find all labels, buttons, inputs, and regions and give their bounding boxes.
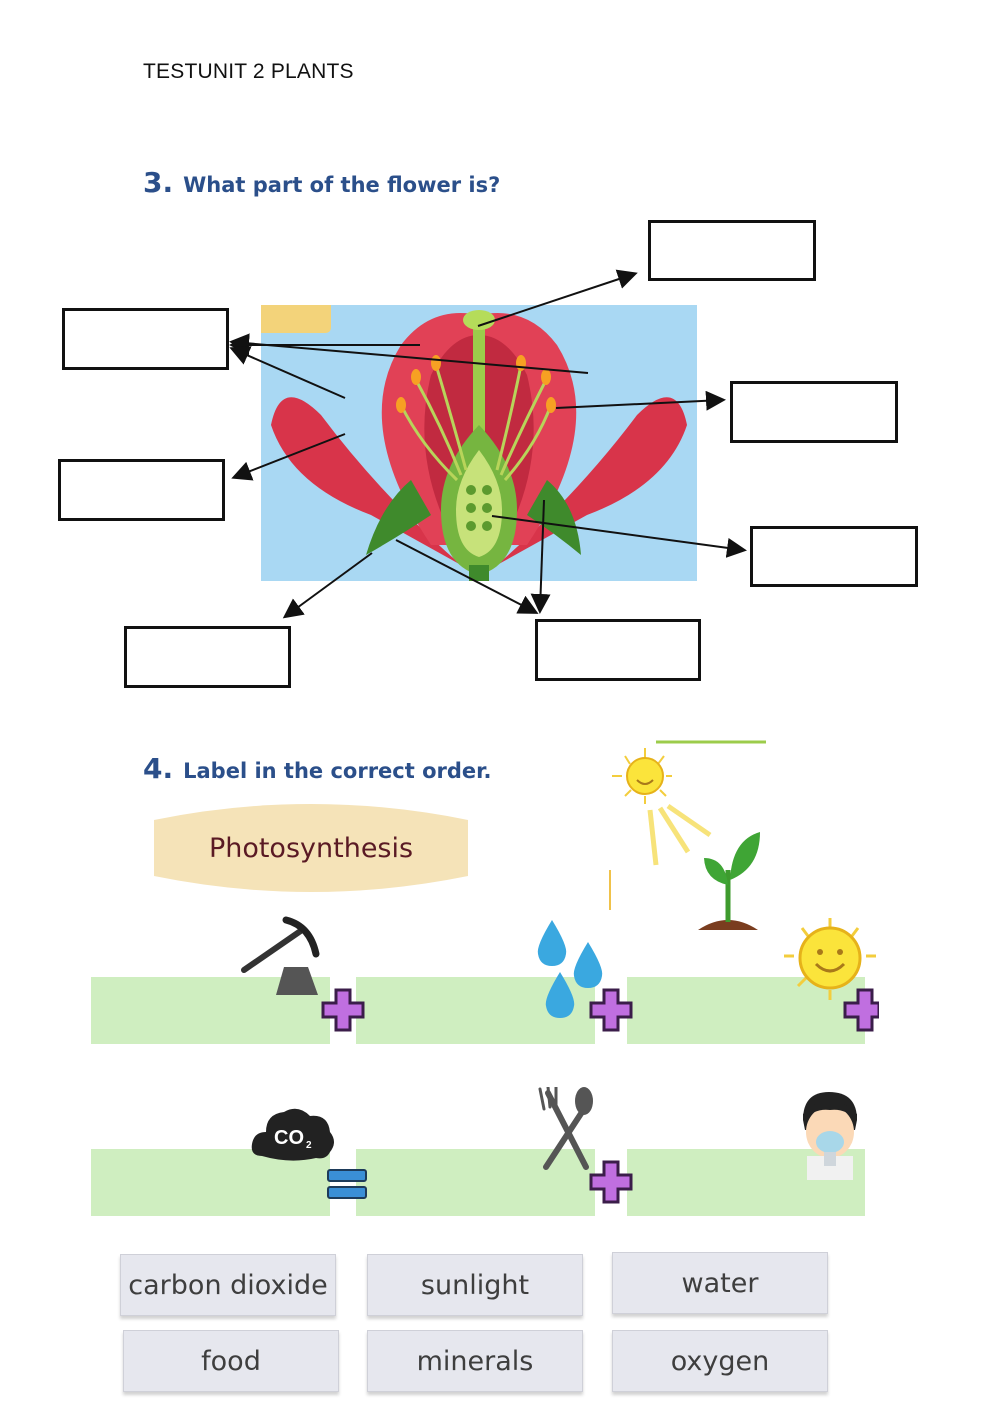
answer-slot-5[interactable] <box>356 1149 595 1216</box>
answer-box-petal-lower[interactable] <box>58 459 225 521</box>
stem <box>469 565 489 581</box>
photosynthesis-banner-shape <box>154 804 468 892</box>
stigma <box>463 310 495 330</box>
word-tile-sunlight[interactable]: sunlight <box>367 1254 583 1316</box>
flower-diagram <box>261 305 697 581</box>
document-title: TESTUNIT 2 PLANTS <box>143 60 354 83</box>
ovule <box>466 521 476 531</box>
oxygen-mask-icon <box>803 1092 857 1180</box>
question-4-prompt: Label in the correct order. <box>183 759 492 783</box>
question-4-number: 4. <box>143 752 174 785</box>
answer-box-sepal[interactable] <box>124 626 291 688</box>
water-drops-icon <box>537 920 603 1018</box>
question-4-heading: 4. Label in the correct order. <box>143 752 492 785</box>
sun-icon <box>784 918 876 1000</box>
word-tile-minerals[interactable]: minerals <box>367 1330 583 1392</box>
style <box>473 315 485 435</box>
answer-box-stigma[interactable] <box>648 220 816 281</box>
question-3-number: 3. <box>143 166 174 199</box>
word-tile-carbon-dioxide[interactable]: carbon dioxide <box>120 1254 336 1316</box>
answer-box-ovary[interactable] <box>750 526 918 587</box>
ovule <box>466 503 476 513</box>
sun-plant-illustration <box>609 740 766 930</box>
photosynthesis-banner: Photosynthesis <box>208 832 414 864</box>
word-tile-water[interactable]: water <box>612 1252 828 1314</box>
fork-spoon-icon <box>538 1087 593 1170</box>
filaments <box>399 364 553 482</box>
ovule <box>466 485 476 495</box>
plus-icon <box>589 988 633 1032</box>
question-3-heading: 3. What part of the flower is? <box>143 166 500 199</box>
plus-icon <box>843 988 879 1032</box>
question-3-prompt: What part of the flower is? <box>183 173 501 197</box>
answer-box-stamen[interactable] <box>730 381 898 443</box>
answer-box-stem[interactable] <box>535 619 701 681</box>
ovule <box>482 521 492 531</box>
ovary-inner <box>456 450 502 557</box>
plus-icon <box>589 1160 633 1204</box>
equals-icon <box>327 1169 367 1199</box>
sepal-left <box>366 480 431 555</box>
co2-text: CO <box>274 1127 304 1149</box>
word-tile-food[interactable]: food <box>123 1330 339 1392</box>
ovule <box>482 503 492 513</box>
ovule <box>482 485 492 495</box>
plus-icon <box>321 988 365 1032</box>
answer-box-petal[interactable] <box>62 308 229 370</box>
minerals-pickaxe-icon <box>241 916 320 995</box>
corner-tag <box>261 305 331 333</box>
co2-subscript: 2 <box>306 1140 312 1151</box>
co2-cloud-icon: CO 2 <box>251 1108 334 1161</box>
word-tile-oxygen[interactable]: oxygen <box>612 1330 828 1392</box>
